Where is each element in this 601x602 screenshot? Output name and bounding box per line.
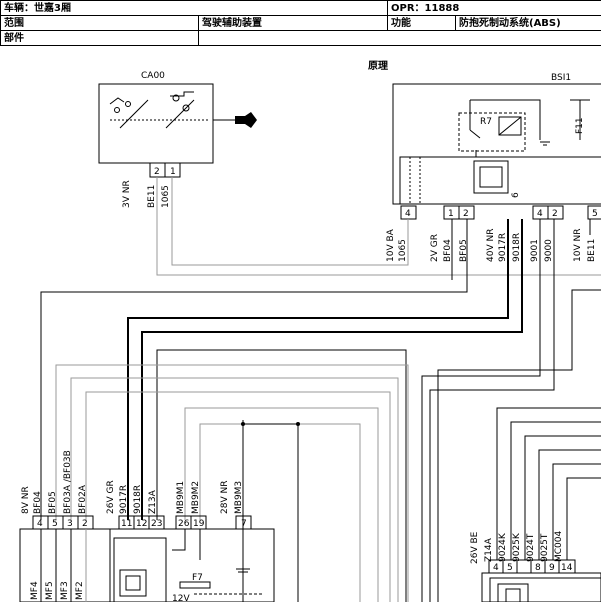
abs-ecu-connector: 26V GR 9017R 9018R Z13A 11 12 23 MB9M1 M… [106,480,275,602]
bottom-right-connector: 26V BE Z14A 9024K 9025K 9024T 9025T MC00… [470,530,601,602]
left-pin-2: 2 [82,519,88,529]
mid-pin-11: 11 [121,519,132,529]
key-icon [235,112,257,128]
ecu-voltage-label: 12V [172,594,190,602]
wires [40,177,601,602]
bsi-wire-be11: BE11 [587,239,597,262]
bsi1-box [392,83,601,205]
br-pin-4: 4 [493,563,499,573]
mid-wire-9017r: 9017R [119,485,129,514]
header-table: 车辆：世嘉3厢 OPR：11888 范围 驾驶辅助装置 功能 防抱死制动系统(A… [0,0,601,56]
br-wire-9024k: 9024K [498,532,508,562]
mb-pin-19: 19 [193,519,205,529]
left-wire-bf04: BF04 [33,491,43,514]
left-pin-3: 3 [67,519,73,529]
bsi1-pin-2: 2 [463,209,469,219]
bsi-wire-color-center: 40V NR [486,229,496,262]
mb-pin-26: 26 [178,519,190,529]
relay-r7 [458,112,526,152]
right-pin-7: 7 [241,519,247,529]
ca00-pin-2: 2 [154,167,160,177]
left-pin-4: 4 [37,519,43,529]
ca00-wire-1065: 1065 [161,185,171,208]
bsi-wire-9000: 9000 [544,239,554,262]
ca00-name: CA00 [141,71,165,81]
ca00-pin-1: 1 [170,167,176,177]
br-pin-5: 5 [507,563,513,573]
left-wire-color: 8V NR [21,486,31,514]
left-connector: 8V NR BF04 BF05 BF03A /BF03B BF02A 4 5 3… [19,450,111,602]
ca00-box [98,83,214,164]
mid-pin-12: 12 [136,519,147,529]
br-pin-9: 9 [549,563,555,573]
mid-wire-z13a: Z13A [148,489,158,514]
right-wire-color: 28V NR [220,481,230,514]
ca00-wire-be11: BE11 [147,185,157,208]
left-inner-mf4: MF4 [30,581,40,600]
br-pin-8: 8 [535,563,541,573]
bsi-wire-bf04: BF04 [443,239,453,262]
part-label: 部件 [0,30,199,46]
left-inner-mf3: MF3 [60,581,70,600]
ca00-component: CA00 2 1 3V NR BE11 1065 [98,71,257,208]
bsi1-pin-4b: 4 [537,209,543,219]
bsi-wire-bf05: BF05 [459,239,469,262]
bsi1-pin-2b: 2 [552,209,558,219]
bsi-wire-9001: 9001 [530,239,540,262]
bsi-wire-9017r: 9017R [498,233,508,262]
left-wire-bf02a: BF02A [78,484,88,514]
ca00-wire-color: 3V NR [122,180,132,208]
bsi1-pin-6: 6 [511,192,521,198]
bsi-wire-color-left: 10V BA [386,228,396,262]
left-wire-bf05: BF05 [48,491,58,514]
bsi-wire-1065: 1065 [398,239,408,262]
left-pin-5: 5 [52,519,58,529]
bsi-wire-color-right: 10V NR [573,229,583,262]
bsi-wire-9018r: 9018R [512,233,522,262]
bsi1-pin-5: 5 [592,209,598,219]
br-wire-color: 26V BE [470,531,480,564]
mb-wire-2: MB9M2 [191,481,201,514]
mid-wire-9018r: 9018R [133,485,143,514]
relay-label: R7 [480,117,492,127]
bsi1-pin-1: 1 [448,209,454,219]
bsi1-name: BSI1 [551,73,571,83]
diagram-title: 原理 [368,61,388,72]
br-wire-mc004: MC004 [554,530,564,562]
fuse-f7: F7 [192,573,203,583]
mb-wire-1: MB9M1 [176,481,186,514]
right-wire-mb9m3: MB9M3 [234,481,244,514]
left-inner-mf2: MF2 [75,581,85,600]
mid-pin-23: 23 [151,519,162,529]
bsi1-pin-4: 4 [405,209,411,219]
bsi1-component: BSI1 R7 F11 4 1 2 6 4 2 5 10V BA 1065 2V… [386,73,601,262]
br-wire-z14a: Z14A [484,537,494,562]
bsi-wire-color-mid: 2V GR [430,234,440,262]
left-wire-bf03: BF03A /BF03B [63,450,73,514]
br-wire-9024t: 9024T [526,533,536,562]
br-pin-14: 14 [561,563,573,573]
mid-wire-color: 26V GR [106,480,116,514]
left-inner-mf5: MF5 [45,581,55,600]
br-wire-9025k: 9025K [512,532,522,562]
ecu-module [113,537,167,602]
bsi1-chip [473,160,509,194]
br-wire-9025t: 9025T [540,533,550,562]
